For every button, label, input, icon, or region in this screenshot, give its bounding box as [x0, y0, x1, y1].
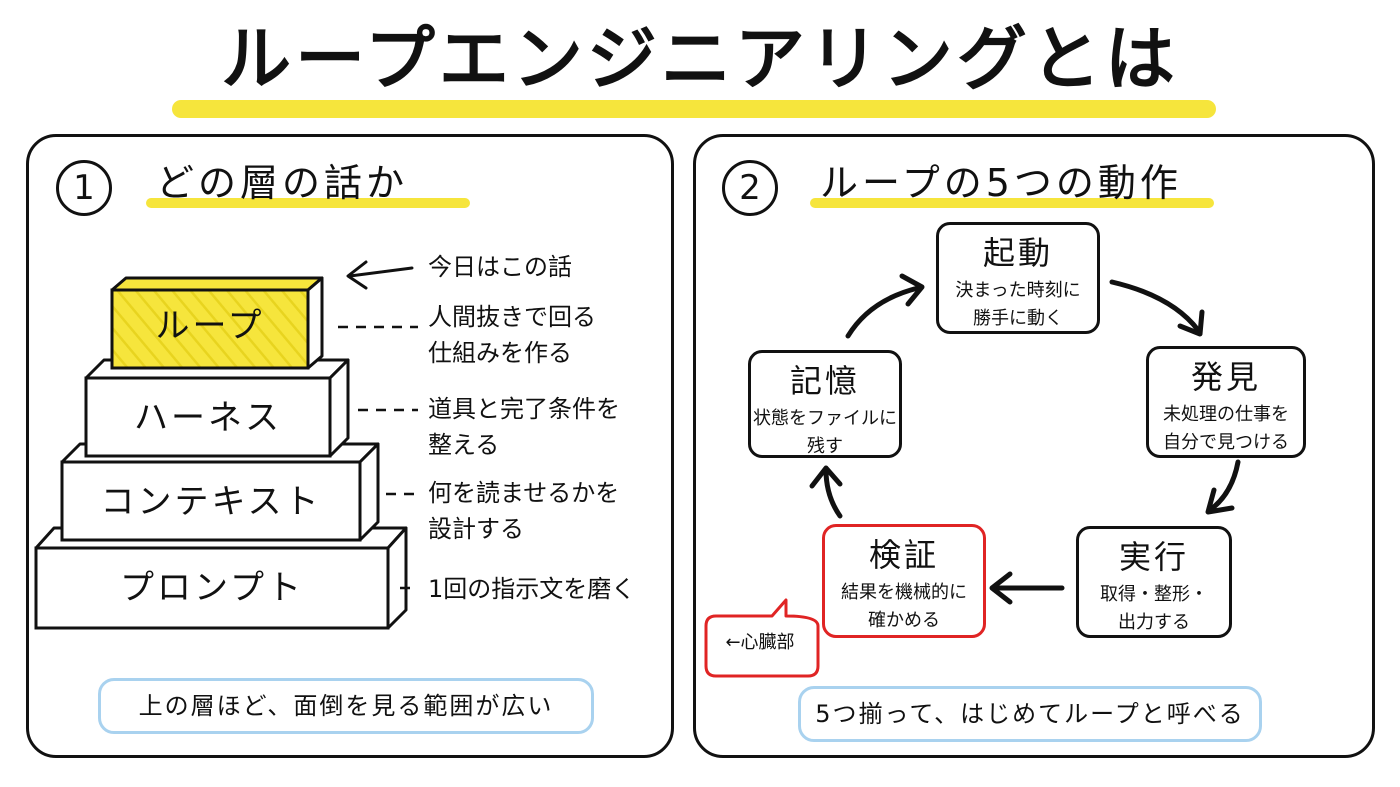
arrow-head-4: [989, 571, 1013, 605]
heading-highlight-1: [146, 198, 470, 208]
summary-loop: 5つ揃って、はじめてループと呼べる: [798, 686, 1262, 742]
note-context-line1: 何を読ませるかを: [428, 479, 620, 507]
arrow-head-1: [899, 273, 925, 307]
step-discovery-desc-1: 未処理の仕事を: [1163, 404, 1289, 425]
layer-label-prompt: プロンプト: [120, 568, 304, 608]
arrow-head-3: [1205, 487, 1235, 515]
summary-layers: 上の層ほど、面倒を見る範囲が広い: [98, 678, 594, 734]
step-memory: 記憶 状態をファイルに 残す: [748, 350, 902, 458]
title-underline: [172, 100, 1216, 118]
note-context-line2: 設計する: [428, 515, 524, 543]
layer-label-context: コンテキスト: [100, 482, 322, 522]
step-memory-desc-2: 残す: [807, 436, 843, 457]
note-loop-line2: 仕組みを作る: [428, 339, 572, 367]
section-heading-2: ループの5つの動作: [820, 161, 1182, 205]
page-title: ループエンジニアリングとは: [221, 18, 1179, 100]
note-prompt: 1回の指示文を磨く: [428, 575, 636, 603]
step-memory-title: 記憶: [789, 362, 860, 400]
step-verification-desc-2: 確かめる: [868, 610, 940, 631]
callout-bubble: [704, 598, 820, 678]
step-verification: 検証 結果を機械的に 確かめる: [822, 524, 986, 638]
step-trigger: 起動 決まった時刻に 勝手に動く: [936, 222, 1100, 334]
panel-layers: [26, 134, 674, 758]
layer-label-harness: ハーネス: [134, 398, 282, 438]
note-loop-line1: 人間抜きで回る: [428, 303, 596, 331]
arrow-memory-to-trigger: [845, 285, 921, 339]
step-execution-title: 実行: [1118, 538, 1189, 576]
callout-heart: ←心臓部: [725, 632, 795, 653]
layer-prompt-box: [34, 526, 408, 630]
step-trigger-desc-2: 勝手に動く: [973, 308, 1063, 329]
layer-loop-box: [110, 276, 324, 370]
arrow-head-2: [1177, 309, 1205, 337]
heading-highlight-2: [810, 198, 1214, 208]
section-number-2: 2: [722, 160, 778, 216]
arrow-trigger-to-discovery: [1109, 279, 1201, 333]
layer-label-loop: ループ: [155, 306, 265, 346]
section-number-1: 1: [56, 160, 112, 216]
panel-loop-actions: [693, 134, 1375, 758]
note-today: 今日はこの話: [428, 253, 572, 281]
step-discovery-title: 発見: [1190, 358, 1261, 396]
note-harness-line2: 整える: [428, 431, 500, 459]
step-verification-desc-1: 結果を機械的に: [841, 582, 967, 603]
step-discovery-desc-2: 自分で見つける: [1163, 432, 1289, 453]
arrow-discovery-to-execution: [1207, 459, 1241, 513]
arrow-head-5: [809, 465, 843, 489]
step-discovery: 発見 未処理の仕事を 自分で見つける: [1146, 346, 1306, 458]
arrow-today-icon: [346, 260, 414, 290]
step-execution-desc-2: 出力する: [1118, 612, 1190, 633]
step-memory-desc-1: 状態をファイルに: [753, 408, 897, 429]
arrow-verification-to-memory: [823, 467, 843, 519]
step-trigger-title: 起動: [982, 234, 1053, 272]
note-harness-line1: 道具と完了条件を: [428, 395, 620, 423]
step-execution: 実行 取得・整形・ 出力する: [1076, 526, 1232, 638]
step-trigger-desc-1: 決まった時刻に: [955, 280, 1081, 301]
step-execution-desc-1: 取得・整形・: [1100, 584, 1208, 605]
step-verification-title: 検証: [868, 536, 939, 574]
section-heading-1: どの層の話か: [156, 161, 409, 205]
